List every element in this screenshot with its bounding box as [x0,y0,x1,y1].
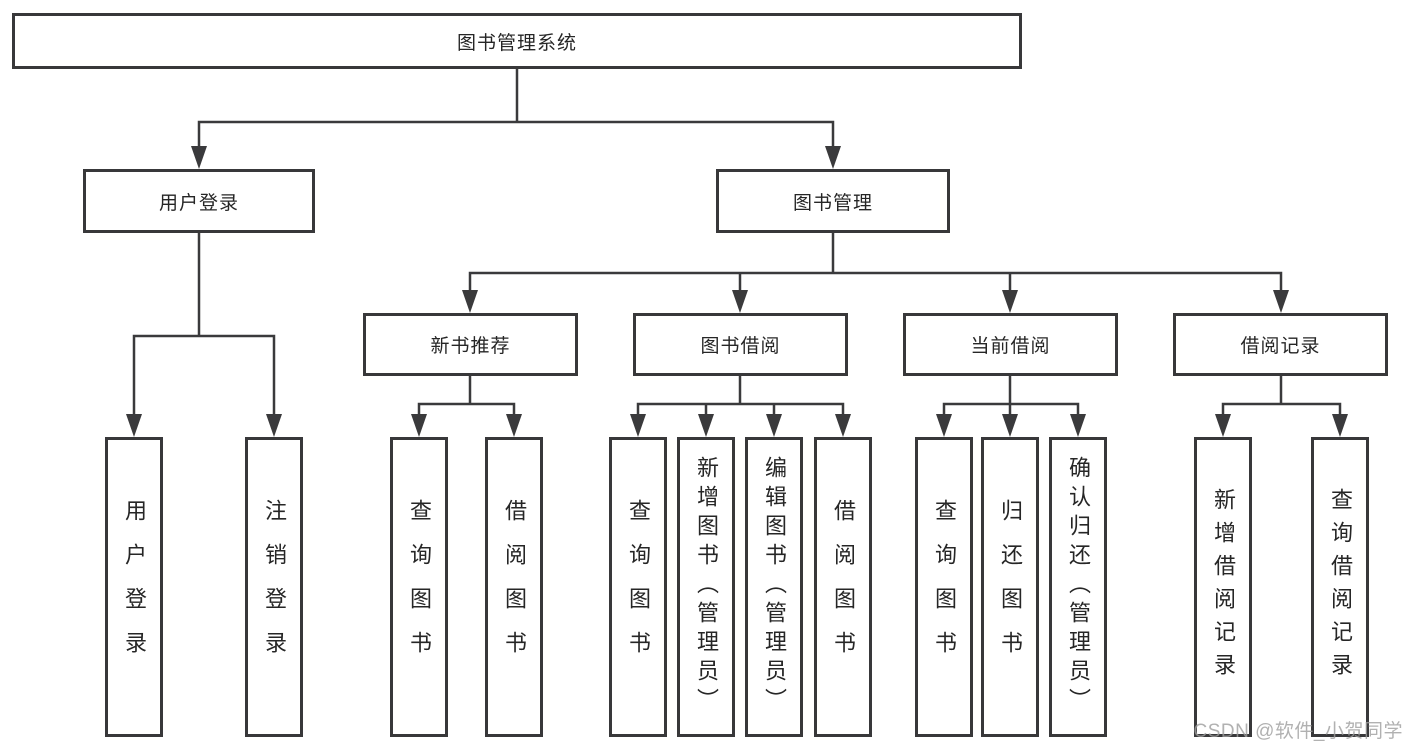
leaf-query-books-3: 查询图书 [915,437,973,737]
connector-current-borrow-fork [942,374,1080,416]
arrowhead-icon [411,414,427,437]
leaf-borrow-books-1: 借阅图书 [485,437,543,737]
csdn-watermark: CSDN @软件_小贺同学 [1193,721,1403,742]
node-current-borrowing: 当前借阅 [903,313,1118,376]
leaf-add-books-admin-label: 新增图书（管理员） [694,456,719,718]
arrowhead-icon [1332,414,1348,437]
leaf-user-login: 用户登录 [105,437,163,737]
leaf-logout-label: 注销登录 [262,499,287,675]
node-current-borrowing-label: 当前借阅 [970,336,1051,357]
arrowhead-icon [1002,414,1018,437]
node-user-login-label: 用户登录 [158,192,239,214]
arrowhead-icon [698,414,714,437]
leaf-return-books-label: 归还图书 [998,499,1023,675]
node-book-borrowing-label: 图书借阅 [700,336,781,357]
leaf-query-books-1: 查询图书 [390,437,448,737]
arrowhead-icon [630,414,646,437]
node-book-borrowing: 图书借阅 [633,313,848,376]
leaf-confirm-return-admin: 确认归还（管理员） [1049,437,1107,737]
arrowhead-icon [1215,414,1231,437]
node-book-management: 图书管理 [716,169,950,233]
leaf-add-borrow-record: 新增借阅记录 [1194,437,1252,737]
leaf-confirm-return-admin-label: 确认归还（管理员） [1066,456,1091,718]
leaf-add-books-admin: 新增图书（管理员） [677,437,735,737]
leaf-borrow-books-1-label: 借阅图书 [502,499,527,675]
arrowhead-icon [835,414,851,437]
connector-book-mgmt-fork [468,231,1283,292]
connector-root-fork [197,67,835,148]
node-borrowing-records-label: 借阅记录 [1240,336,1321,357]
leaf-query-books-1-label: 查询图书 [407,499,432,675]
leaf-user-login-label: 用户登录 [122,499,147,675]
leaf-query-borrow-record: 查询借阅记录 [1311,437,1369,737]
node-book-management-label: 图书管理 [792,192,873,214]
arrowhead-icon [936,414,952,437]
node-root: 图书管理系统 [12,13,1022,69]
leaf-query-books-3-label: 查询图书 [932,499,957,675]
leaf-query-books-2-label: 查询图书 [626,499,651,675]
arrowhead-icon [825,146,841,169]
arrowhead-icon [506,414,522,437]
connector-borrow-records-fork [1221,374,1342,416]
arrowhead-icon [462,290,478,313]
leaf-logout: 注销登录 [245,437,303,737]
node-borrowing-records: 借阅记录 [1173,313,1388,376]
node-root-label: 图书管理系统 [456,32,577,54]
connector-user-login-fork [132,231,276,416]
leaf-query-borrow-record-label: 查询借阅记录 [1328,488,1353,686]
leaf-query-books-2: 查询图书 [609,437,667,737]
leaf-borrow-books-2: 借阅图书 [814,437,872,737]
leaf-borrow-books-2-label: 借阅图书 [831,499,856,675]
arrowhead-icon [191,146,207,169]
leaf-edit-books-admin-label: 编辑图书（管理员） [762,456,787,718]
leaf-add-borrow-record-label: 新增借阅记录 [1211,488,1236,686]
node-new-book-recommend: 新书推荐 [363,313,578,376]
arrowhead-icon [732,290,748,313]
node-user-login: 用户登录 [83,169,315,233]
connector-new-book-fork [417,374,516,416]
arrowhead-icon [1273,290,1289,313]
arrowhead-icon [1002,290,1018,313]
leaf-edit-books-admin: 编辑图书（管理员） [745,437,803,737]
arrowhead-icon [126,414,142,437]
leaf-return-books: 归还图书 [981,437,1039,737]
node-new-book-recommend-label: 新书推荐 [430,336,511,357]
connector-book-borrow-fork [636,374,845,416]
arrowhead-icon [266,414,282,437]
arrowhead-icon [1070,414,1086,437]
arrowhead-icon [766,414,782,437]
